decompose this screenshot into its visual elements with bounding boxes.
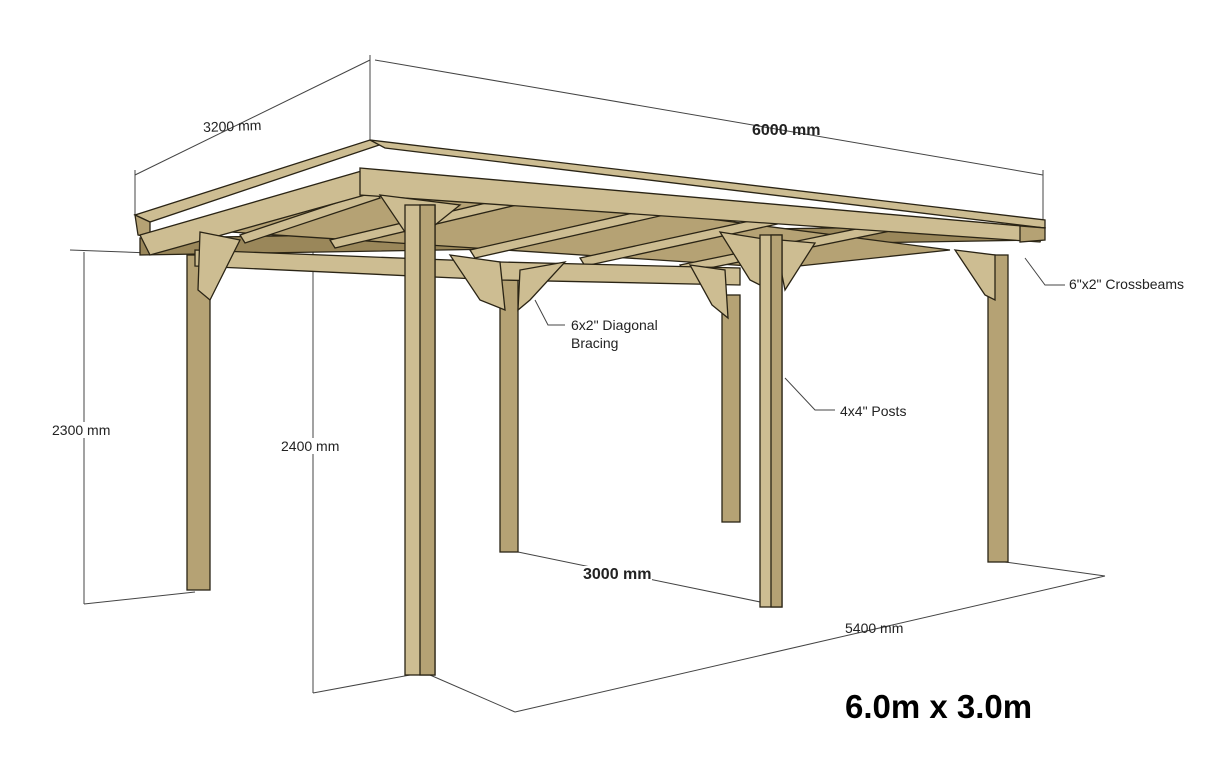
depth-top-dimension: 3200 mm [202, 116, 262, 136]
height-back-dimension: 2300 mm [52, 422, 111, 438]
bracing-callout-line1: 6x2" Diagonal [571, 317, 658, 333]
width-top-dimension: 6000 mm [752, 122, 821, 139]
post-length-dimension: 5400 mm [845, 620, 904, 636]
crossbeams-callout: 6"x2" Crossbeams [1069, 276, 1184, 292]
front-posts [404, 204, 783, 676]
bracing-callout-line2: Bracing [571, 335, 619, 351]
back-posts [186, 254, 1009, 591]
size-title: 6.0m x 3.0m [845, 688, 1033, 725]
post-span-dimension: 3000 mm [583, 566, 652, 584]
height-front-dimension: 2400 mm [281, 438, 340, 454]
diagonal-braces [197, 194, 996, 320]
posts-callout: 4x4" Posts [840, 403, 907, 419]
dimension-lines [69, 55, 1106, 713]
